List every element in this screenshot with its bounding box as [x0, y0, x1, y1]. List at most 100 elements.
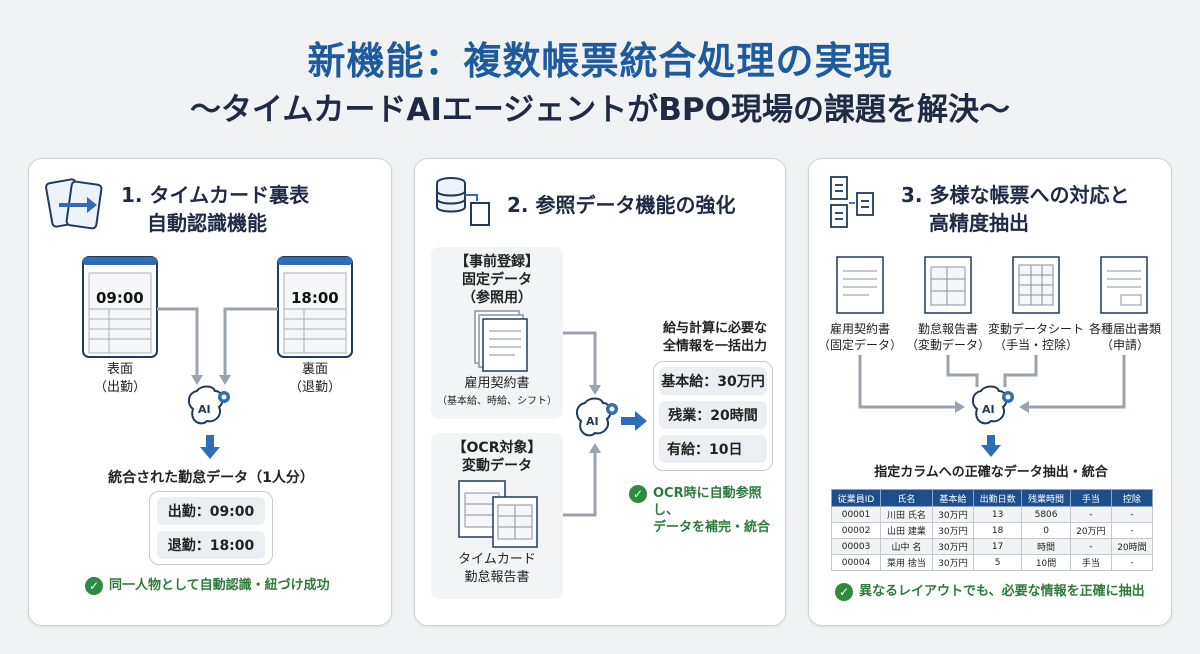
ai-brain-gear-icon: AI [971, 385, 1014, 425]
panel2-success-text: OCR時に自動参照し、 データを補完・統合 [653, 485, 785, 536]
table-cell: 13 [972, 506, 1023, 523]
table-row: 00002 山田 建業 30万円 18 0 20万円 - [830, 522, 1154, 539]
table-row: 00004 菜用 捨当 30万円 5 10問 手当 - [830, 554, 1154, 571]
panel2-success-line2: データを補完・統合 [653, 520, 771, 535]
check-circle-icon: ✓ [85, 577, 103, 595]
svg-text:AI: AI [198, 403, 211, 416]
table-row: 00003 山中 名 30万円 17 時間 - 20時間 [830, 538, 1154, 555]
back-card-image [277, 256, 353, 358]
panel2-graphics: AI [436, 177, 647, 548]
check-circle-icon: ✓ [629, 485, 647, 503]
database-document-icon [436, 177, 490, 226]
output-line2: 全情報を一括出力 [662, 339, 767, 354]
back-label: 裏面 [301, 362, 328, 377]
table-header-row: 従業員ID 氏名 基本給 出勤日数 残業時間 手当 控除 [830, 489, 1154, 507]
report-line1: タイムカード [458, 552, 536, 567]
extract-label: 指定カラムへの正確なデータ抽出・統合 [874, 465, 1108, 480]
column-header: 残業時間 [1021, 489, 1071, 507]
panel-reference-data: AI 2. 参照データ機能の強化 【事前登録】 固定データ （参照用） 雇用契約… [414, 158, 786, 626]
table-cell: 5806 [1021, 506, 1071, 523]
column-header: 基本給 [931, 489, 974, 507]
panel3-title-line1: 3. 多様な帳票への対応と [901, 183, 1130, 207]
fixed-data-line1: 【事前登録】 [455, 254, 539, 270]
back-time: 18:00 [291, 289, 339, 307]
panel2-title: 2. 参照データ機能の強化 [507, 193, 736, 217]
svg-text:AI: AI [586, 415, 599, 428]
panel1-graphics: AI [45, 178, 353, 459]
panel1-success: ✓ 同一人物として自動認識・紐づけ成功 [85, 577, 330, 595]
front-card-image [82, 256, 158, 358]
doc-report-line2: （変動データ） [905, 338, 990, 352]
variable-data-line2: 変動データ [462, 458, 532, 474]
svg-text:AI: AI [982, 403, 995, 416]
table-cell: 00003 [830, 538, 882, 555]
table-cell: 30万円 [931, 506, 974, 523]
fixed-data-line2: 固定データ [462, 272, 532, 288]
table-cell: 30万円 [931, 554, 974, 571]
table-cell: 30万円 [931, 538, 974, 555]
table-cell: 時間 [1021, 538, 1071, 555]
ai-brain-gear-icon: AI [575, 397, 618, 437]
panel2-success: ✓ OCR時に自動参照し、 データを補完・統合 [629, 485, 785, 536]
table-cell: 00004 [830, 554, 882, 571]
back-sub: （退勤） [288, 380, 341, 395]
merge-arrows [157, 307, 278, 377]
fixed-data-line3: （参照用） [462, 290, 532, 306]
panel3-title-line2: 高精度抽出 [929, 211, 1029, 235]
panel1-success-text: 同一人物として自動認識・紐づけ成功 [109, 578, 330, 593]
table-cell: 5 [972, 554, 1023, 571]
column-header: 控除 [1110, 489, 1154, 507]
table-cell: - [1069, 538, 1112, 555]
table-cell: - [1110, 522, 1154, 539]
panel1-title-line1: 1. タイムカード裏表 [121, 183, 310, 207]
contract-sub: （基本給、時給、シフト） [437, 396, 557, 407]
check-circle-icon: ✓ [835, 583, 853, 601]
timecard-documents-icon [458, 480, 538, 548]
variable-data-line1: 【OCR対象】 [452, 440, 542, 456]
front-label: 表面 [106, 362, 133, 377]
front-time: 09:00 [96, 289, 144, 307]
table-cell: 手当 [1069, 554, 1112, 571]
column-header: 氏名 [880, 489, 933, 507]
table-cell: 山田 建業 [880, 522, 933, 539]
table-cell: 山中 名 [880, 538, 933, 555]
output-overtime: 残業：20時間 [659, 401, 767, 429]
table-cell: 30万円 [931, 522, 974, 539]
panel-diverse-forms: AI 3. 多様な帳票への対応と 高精度抽出 雇用契約書 （固定データ） 勤怠報… [808, 158, 1172, 626]
clock-out-value: 退勤：18:00 [157, 531, 265, 559]
table-cell: 17 [972, 538, 1023, 555]
doc-contract-line1: 雇用契約書 [829, 322, 890, 336]
doc-icon-report [924, 256, 972, 314]
table-cell: - [1110, 554, 1154, 571]
front-sub: （出勤） [93, 380, 146, 395]
column-header: 従業員ID [830, 489, 882, 507]
panel3-success: ✓ 異なるレイアウトでも、必要な情報を正確に抽出 [835, 583, 1145, 601]
doc-sheet-line1: 変動データシート [987, 322, 1084, 336]
output-paid-leave: 有給：10日 [659, 435, 767, 463]
contract-documents-icon [474, 310, 528, 372]
doc-icon-contract [836, 256, 884, 314]
cards-swap-icon [45, 178, 103, 230]
doc-contract-line2: （固定データ） [817, 338, 902, 352]
table-cell: 0 [1021, 522, 1071, 539]
table-cell: 00001 [830, 506, 882, 523]
table-row: 00001 川田 氏名 30万円 13 5806 - - [830, 506, 1154, 523]
table-cell: 20時間 [1110, 538, 1154, 555]
doc-sheet-line2: （手当・控除） [993, 338, 1078, 352]
doc-forms-line1: 各種届出書類 [1088, 322, 1161, 336]
contract-label: 雇用契約書 [464, 376, 530, 391]
output-base-salary: 基本給：30万円 [659, 367, 767, 395]
doc-icon-forms [1100, 256, 1148, 314]
table-cell: 20万円 [1069, 522, 1112, 539]
doc-forms-line2: （申請） [1100, 338, 1149, 352]
output-line1: 給与計算に必要な [662, 321, 767, 336]
ai-brain-gear-icon: AI [187, 385, 230, 425]
table-cell: 18 [972, 522, 1023, 539]
page-subtitle: 〜タイムカードAIエージェントがBPO現場の課題を解決〜 [190, 92, 1010, 128]
table-cell: - [1110, 506, 1154, 523]
page-title: 新機能：複数帳票統合処理の実現 [307, 39, 893, 83]
table-cell: 川田 氏名 [880, 506, 933, 523]
panel3-graphics: AI [830, 176, 1148, 457]
clock-in-value: 出勤：09:00 [157, 497, 265, 525]
merged-data-label: 統合された勤怠データ（1人分） [108, 470, 314, 486]
